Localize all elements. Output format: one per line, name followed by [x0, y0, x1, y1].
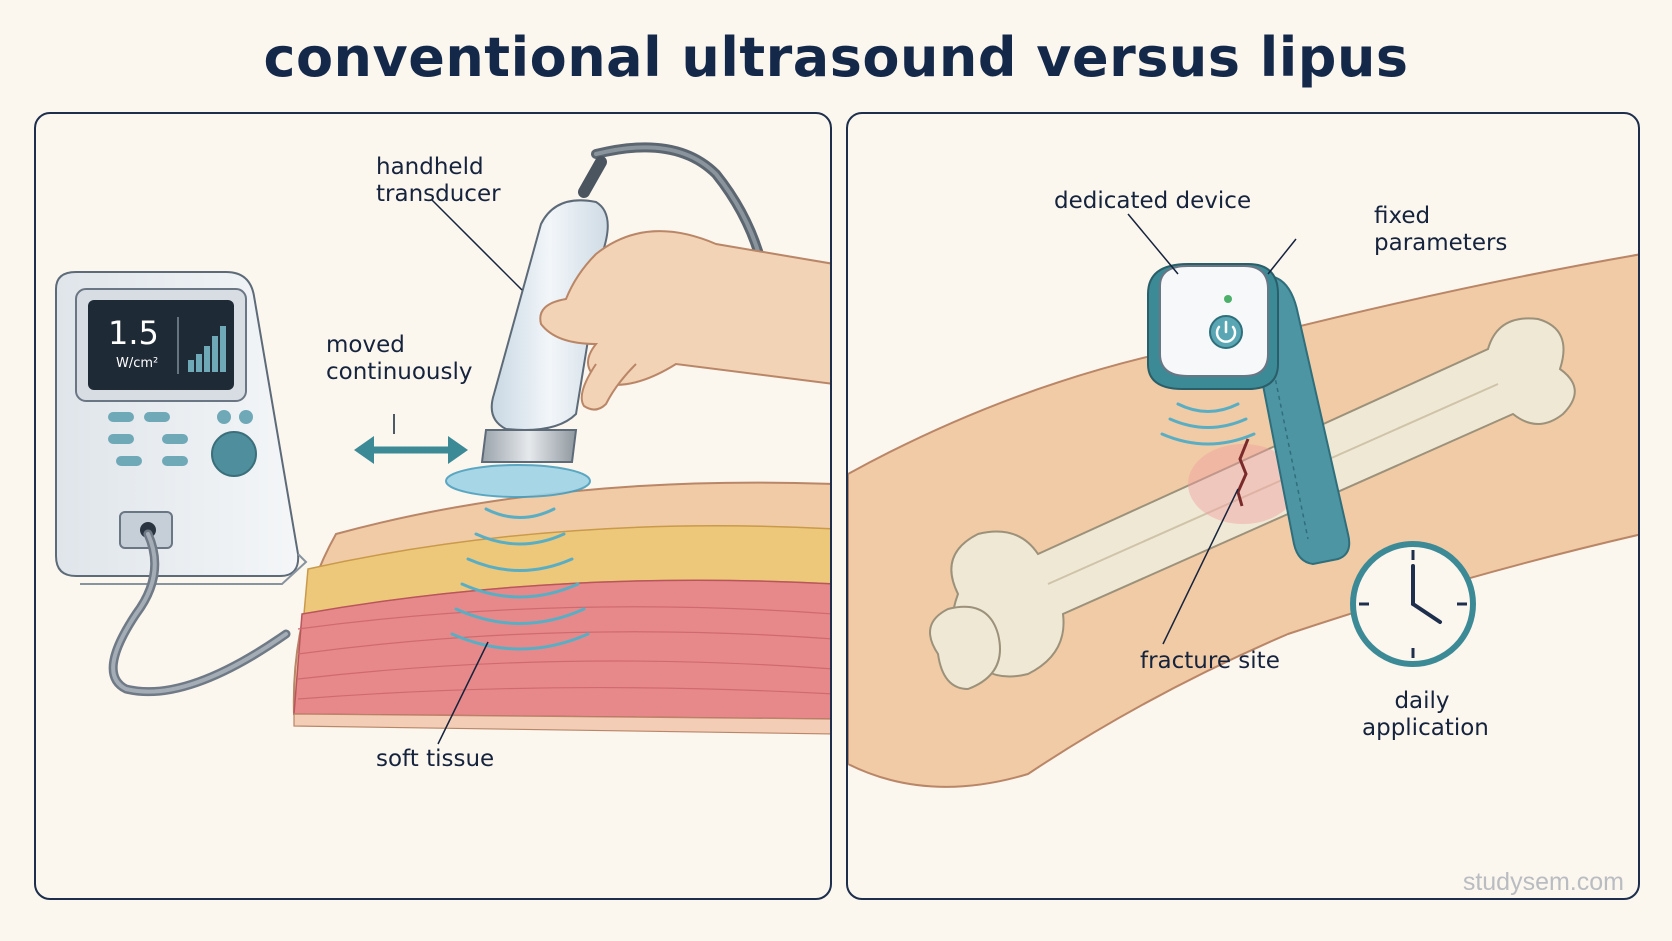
soft-tissue-cross-section [292, 481, 830, 735]
label-daily-application: daily application [1362, 688, 1489, 741]
intensity-value: 1.5 [108, 314, 159, 352]
label-handheld-transducer: handheld transducer [376, 154, 501, 207]
conventional-ultrasound-illustration [55, 142, 830, 745]
page-title: conventional ultrasound versus lipus [263, 26, 1409, 89]
status-led-icon [1224, 295, 1232, 303]
double-arrow-icon [354, 436, 468, 464]
clock-icon [1350, 541, 1476, 667]
lipus-waves [1160, 402, 1256, 446]
label-soft-tissue: soft tissue [376, 746, 495, 772]
lipus-panel: dedicated device fixed parameters fractu… [846, 112, 1640, 900]
coupling-gel [445, 464, 591, 498]
intensity-unit: W/cm² [116, 356, 159, 371]
label-moved-continuously: moved continuously [326, 332, 473, 385]
watermark: studysem.com [1462, 868, 1624, 896]
tibia-bone [929, 317, 1576, 691]
label-dedicated-device: dedicated device [1054, 188, 1252, 214]
control-knob-icon [211, 431, 257, 477]
label-fracture-site: fracture site [1140, 648, 1280, 674]
lipus-illustration [848, 213, 1638, 788]
label-fixed-parameters: fixed parameters [1374, 203, 1508, 256]
ultrasound-waves [450, 507, 590, 651]
ultrasound-machine [55, 271, 308, 585]
conventional-ultrasound-panel: 1.5 W/cm² handheld transducer moved cont… [34, 112, 832, 900]
signal-bars-icon [188, 360, 194, 372]
lipus-device [1147, 263, 1279, 390]
fracture-line [1236, 438, 1250, 507]
